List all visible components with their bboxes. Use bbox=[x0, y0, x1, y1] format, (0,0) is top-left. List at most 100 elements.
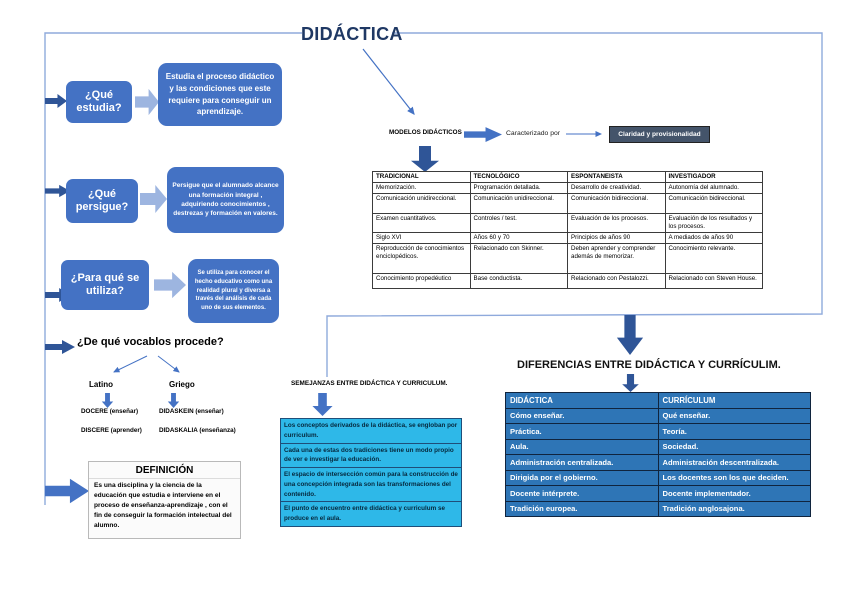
arrow-down-icon bbox=[409, 146, 441, 172]
definition-text: Es una disciplina y la ciencia de la edu… bbox=[94, 482, 232, 529]
question-box-persigue: ¿Qué persigue? bbox=[66, 179, 138, 223]
greek-term: DIDASKEIN (enseñar) bbox=[159, 408, 224, 415]
table-cell: Comunicación bidireccional. bbox=[567, 193, 666, 215]
table-cell: Reproducción de conocimientos enciclopéd… bbox=[372, 243, 471, 275]
arrow-down-icon bbox=[621, 374, 640, 392]
modelos-label: MODELOS DIDÁCTICOS bbox=[389, 129, 462, 136]
table-cell: Cómo enseñar. bbox=[505, 407, 659, 424]
arrow-down-icon bbox=[167, 393, 180, 408]
table-cell: Deben aprender y comprender además de me… bbox=[567, 243, 666, 275]
table-cell: Principios de años 90 bbox=[567, 232, 666, 245]
question-box-utiliza: ¿Para qué se utiliza? bbox=[61, 260, 149, 310]
column-header: DIDÁCTICA bbox=[505, 392, 659, 409]
vocablos-heading: ¿De qué vocablos procede? bbox=[77, 336, 224, 348]
answer-box-estudia: Estudia el proceso didáctico y las condi… bbox=[158, 63, 282, 126]
page-title: DIDÁCTICA bbox=[301, 24, 403, 44]
table-cell: Práctica. bbox=[505, 423, 659, 440]
table-cell: Dirigida por el gobierno. bbox=[505, 469, 659, 486]
table-row: Memorización.Programación detallada.Desa… bbox=[372, 182, 763, 195]
arrow-right-icon bbox=[45, 93, 67, 109]
table-cell: A mediados de años 90 bbox=[664, 232, 763, 245]
arrow-right-icon bbox=[154, 270, 186, 300]
latin-term: DISCERE (aprender) bbox=[81, 426, 142, 434]
column-header: INVESTIGADOR bbox=[664, 170, 763, 184]
table-cell: Administración descentralizada. bbox=[657, 454, 811, 471]
table-row: Examen cuantitativos.Controles / test.Ev… bbox=[372, 213, 763, 234]
table-cell: Programación detallada. bbox=[469, 182, 568, 195]
table-row: Comunicación unidireccional.Comunicación… bbox=[372, 193, 763, 215]
semejanzas-list: Los conceptos derivados de la didáctica,… bbox=[280, 418, 462, 527]
table-cell: Controles / test. bbox=[469, 213, 568, 234]
arrow-right-icon bbox=[45, 339, 75, 355]
table-cell: Conocimiento propedéutico bbox=[372, 273, 471, 290]
table-cell: Tradición europea. bbox=[505, 500, 659, 517]
arrow-right-icon bbox=[45, 477, 89, 505]
semejanzas-heading: SEMEJANZAS ENTRE DIDÁCTICA Y CURRICULUM. bbox=[291, 380, 448, 387]
arrow-down-icon bbox=[311, 393, 334, 416]
table-row: Cómo enseñar.Qué enseñar. bbox=[505, 407, 811, 424]
table-row: Tradición europea.Tradición anglosajona. bbox=[505, 500, 811, 517]
semejanza-item: El espacio de intersección común para la… bbox=[281, 468, 461, 503]
table-cell: Los docentes son los que deciden. bbox=[657, 469, 811, 486]
griego-label: Griego bbox=[169, 380, 195, 389]
answer-box-persigue: Persigue que el alumnado alcance una for… bbox=[167, 167, 284, 233]
table-cell: Relacionado con Steven House. bbox=[664, 273, 763, 290]
table-cell: Sociedad. bbox=[657, 438, 811, 455]
answer-box-utiliza: Se utiliza para conocer el hecho educati… bbox=[188, 259, 279, 323]
table-cell: Examen cuantitativos. bbox=[372, 213, 471, 234]
table-cell: Qué enseñar. bbox=[657, 407, 811, 424]
table-cell: Evaluación de los resultados y los proce… bbox=[664, 213, 763, 234]
caracterizado-label: Caracterizado por bbox=[506, 130, 561, 137]
column-header: TRADICIONAL bbox=[372, 170, 471, 184]
table-cell: Comunicación unidireccional. bbox=[469, 193, 568, 215]
semejanza-item: Los conceptos derivados de la didáctica,… bbox=[281, 419, 461, 444]
table-cell: Conocimiento relevante. bbox=[664, 243, 763, 275]
table-cell: Comunicación unidireccional. bbox=[372, 193, 471, 215]
latin-term: DOCERE (enseñar) bbox=[81, 408, 139, 415]
definition-box: DEFINICIÓN Es una disciplina y la cienci… bbox=[88, 461, 241, 539]
latino-terms: DOCERE (enseñar) DISCERE (aprender) bbox=[81, 408, 159, 445]
griego-terms: DIDASKEIN (enseñar) DIDASKALIA (enseñanza… bbox=[159, 408, 249, 445]
table-row: Práctica.Teoría. bbox=[505, 423, 811, 440]
arrow-down-icon bbox=[615, 315, 645, 355]
table-cell: Evaluación de los procesos. bbox=[567, 213, 666, 234]
arrow-right-icon bbox=[464, 126, 502, 143]
table-row: Docente intérprete.Docente implementador… bbox=[505, 485, 811, 502]
table-cell: Docente intérprete. bbox=[505, 485, 659, 502]
definition-title: DEFINICIÓN bbox=[89, 462, 240, 479]
table-cell: Base conductista. bbox=[469, 273, 568, 290]
table-cell: Relacionado con Skinner. bbox=[469, 243, 568, 275]
latino-label: Latino bbox=[89, 380, 113, 389]
table-cell: Años 60 y 70 bbox=[469, 232, 568, 245]
arrow-right-icon bbox=[45, 184, 70, 198]
table-cell: Autonomía del alumnado. bbox=[664, 182, 763, 195]
table-row: Dirigida por el gobierno.Los docentes so… bbox=[505, 469, 811, 486]
table-cell: Tradición anglosajona. bbox=[657, 500, 811, 517]
table-row: Reproducción de conocimientos enciclopéd… bbox=[372, 243, 763, 275]
arrow-right-icon bbox=[135, 87, 159, 117]
table-cell: Comunicación bidireccional. bbox=[664, 193, 763, 215]
table-cell: Siglo XVI bbox=[372, 232, 471, 245]
claridad-badge: Claridad y provisionalidad bbox=[609, 126, 710, 143]
table-row: Administración centralizada.Administraci… bbox=[505, 454, 811, 471]
table-cell: Administración centralizada. bbox=[505, 454, 659, 471]
table-cell: Teoría. bbox=[657, 423, 811, 440]
table-cell: Relacionado con Pestalozzi. bbox=[567, 273, 666, 290]
question-box-estudia: ¿Qué estudia? bbox=[66, 81, 132, 123]
table-cell: Docente implementador. bbox=[657, 485, 811, 502]
semejanza-item: Cada una de estas dos tradiciones tiene … bbox=[281, 444, 461, 468]
table-cell: Desarrollo de creatividad. bbox=[567, 182, 666, 195]
arrow-right-icon bbox=[140, 183, 167, 215]
semejanza-item: El punto de encuentro entre didáctica y … bbox=[284, 505, 445, 522]
greek-term: DIDASKALIA (enseñanza) bbox=[159, 426, 236, 434]
column-header: TECNOLÓGICO bbox=[469, 170, 568, 184]
table-cell: Aula. bbox=[505, 438, 659, 455]
table-cell: Memorización. bbox=[372, 182, 471, 195]
